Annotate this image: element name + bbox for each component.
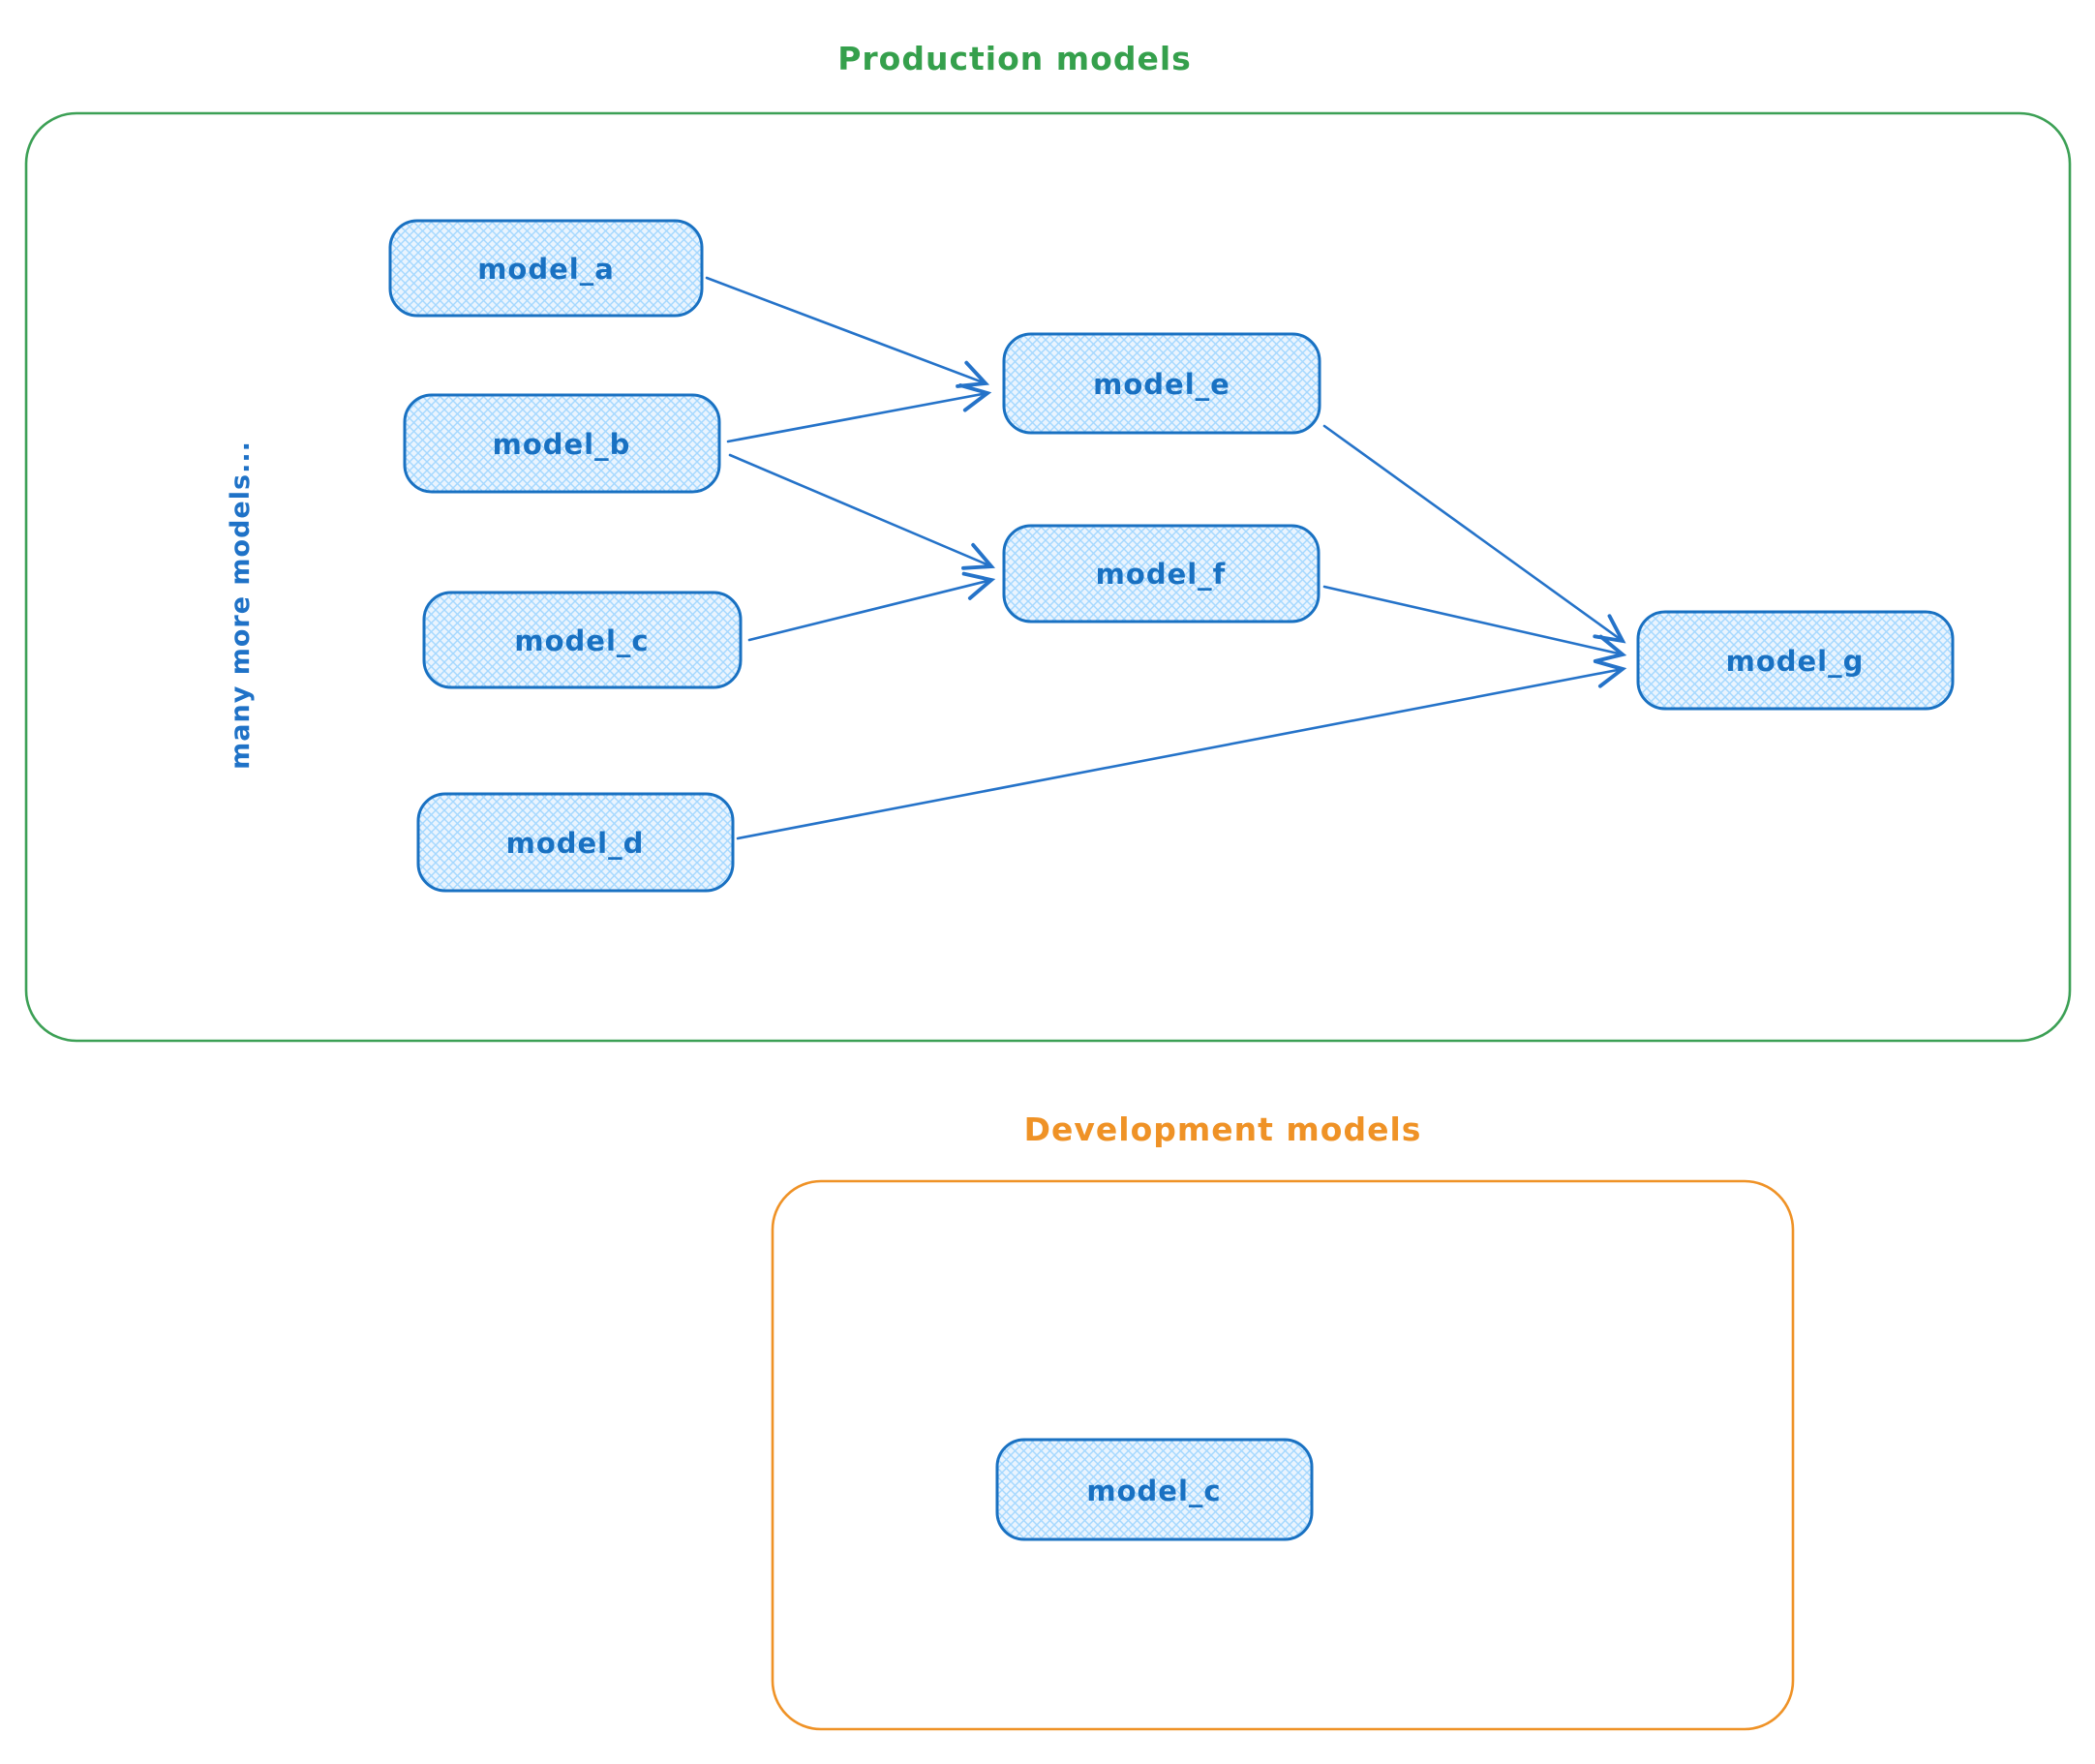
production-title: Production models: [837, 40, 1192, 77]
many-more-models-note: many more models...: [226, 441, 256, 770]
node-model_e-box: [1002, 332, 1321, 435]
node-model_c-box: [422, 591, 743, 689]
edge-model_b-to-model_f: [728, 453, 996, 570]
node-model_b-label: model_b: [493, 428, 631, 461]
node-model_f: model_f: [1002, 524, 1321, 623]
node-model_b-box: [403, 393, 721, 494]
node-model_a-label: model_a: [477, 253, 615, 286]
node-model_b: model_b: [403, 393, 721, 494]
node-model_c-label: model_c: [514, 624, 649, 657]
edge-model_e-to-model_g: [1322, 424, 1626, 644]
production-container: [24, 111, 2072, 1043]
node-model_a: model_a: [388, 219, 704, 318]
development-title: Development models: [1024, 1110, 1422, 1148]
node-model_d-label: model_d: [506, 827, 645, 860]
node-dev-model_c-label: model_c: [1086, 1475, 1221, 1507]
edge-model_a-to-model_e: [705, 276, 990, 388]
node-model_f-label: model_f: [1096, 558, 1227, 591]
node-model_g-label: model_g: [1726, 645, 1865, 678]
edge-model_d-to-model_g: [736, 659, 1627, 840]
node-model_d: model_d: [416, 792, 735, 893]
edge-model_b-to-model_e: [726, 383, 992, 443]
node-model_e: model_e: [1002, 332, 1321, 435]
node-model_g-box: [1636, 610, 1955, 711]
edges: [705, 276, 1627, 840]
node-model_a-box: [388, 219, 704, 318]
node-model_c: model_c: [422, 591, 743, 689]
node-dev-model_c: model_c: [995, 1438, 1314, 1541]
development-container: [771, 1179, 1795, 1731]
node-dev-model_c-box: [995, 1438, 1314, 1541]
edge-model_c-to-model_f: [747, 571, 996, 642]
edge-model_f-to-model_g: [1322, 585, 1627, 663]
node-model_d-box: [416, 792, 735, 893]
node-model_f-box: [1002, 524, 1321, 623]
node-model_e-label: model_e: [1093, 368, 1230, 401]
node-model_g: model_g: [1636, 610, 1955, 711]
